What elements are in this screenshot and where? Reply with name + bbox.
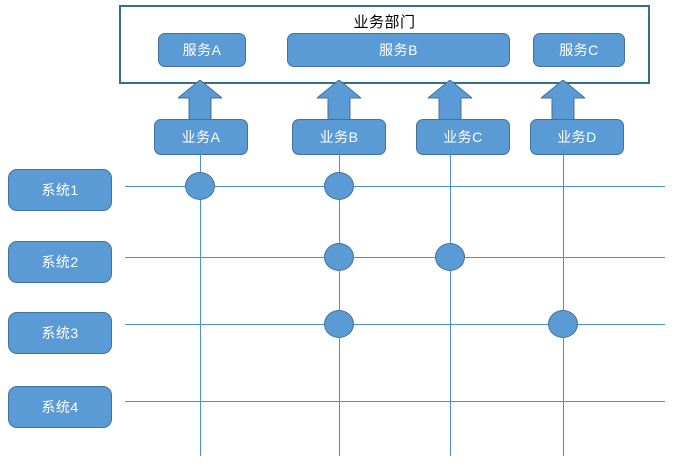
- arrow-up-business-d: [541, 80, 585, 122]
- business-box-d[interactable]: 业务D: [530, 119, 624, 155]
- department-title: 业务部门: [353, 14, 416, 31]
- system-box-4[interactable]: 系统4: [8, 386, 112, 428]
- arrow-up-business-c: [428, 80, 472, 122]
- grid-vline-business-a: [200, 150, 201, 456]
- node-system2-business-c[interactable]: [435, 243, 465, 271]
- grid-hline-system-4: [125, 401, 665, 402]
- business-department-container: 业务部门: [119, 5, 650, 84]
- system-box-1[interactable]: 系统1: [8, 169, 112, 211]
- grid-hline-system-2: [125, 257, 665, 258]
- grid-vline-business-b: [339, 150, 340, 456]
- business-box-c[interactable]: 业务C: [416, 119, 510, 155]
- system-box-2[interactable]: 系统2: [8, 241, 112, 283]
- node-system1-business-a[interactable]: [185, 172, 215, 200]
- node-system3-business-d[interactable]: [548, 310, 578, 338]
- node-system1-business-b[interactable]: [324, 172, 354, 200]
- grid-vline-business-d: [563, 150, 564, 456]
- business-box-b[interactable]: 业务B: [292, 119, 386, 155]
- service-box-a[interactable]: 服务A: [158, 33, 246, 67]
- service-box-c[interactable]: 服务C: [533, 33, 625, 67]
- node-system2-business-b[interactable]: [324, 243, 354, 271]
- service-box-b[interactable]: 服务B: [287, 33, 510, 67]
- arrow-up-business-a: [178, 80, 222, 122]
- arrow-up-business-b: [317, 80, 361, 122]
- grid-hline-system-3: [125, 324, 665, 325]
- system-box-3[interactable]: 系统3: [8, 312, 112, 354]
- grid-hline-system-1: [125, 186, 665, 187]
- grid-vline-business-c: [450, 150, 451, 456]
- node-system3-business-b[interactable]: [324, 310, 354, 338]
- business-box-a[interactable]: 业务A: [154, 119, 248, 155]
